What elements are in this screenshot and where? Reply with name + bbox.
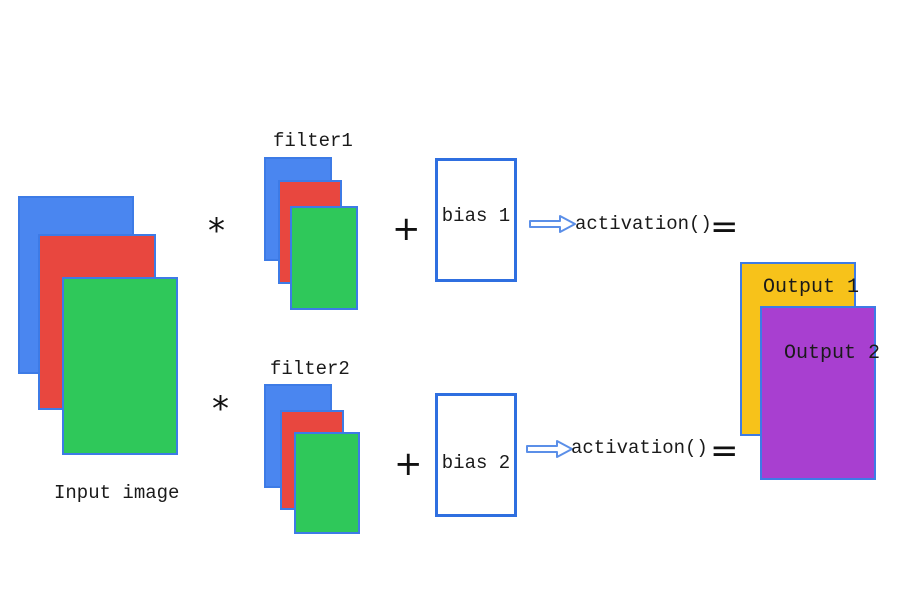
convolve-operator-1: * (208, 211, 225, 251)
filter1-channel-green (290, 206, 358, 310)
equals-operator-2: = (710, 431, 739, 471)
plus-operator-1: + (392, 209, 421, 249)
output2-label: Output 2 (784, 342, 881, 365)
filter2-channel-green (294, 432, 360, 534)
output2-map (760, 306, 876, 480)
activation-label-1: activation() (575, 213, 712, 235)
bias2-box: bias 2 (435, 393, 517, 517)
arrow-icon-1 (529, 215, 576, 233)
equals-operator-1: = (710, 207, 739, 247)
bias2-label: bias 2 (441, 452, 511, 474)
input-channel-green (62, 277, 178, 455)
plus-operator-2: + (394, 444, 423, 484)
input-image-label: Input image (54, 482, 180, 504)
activation-label-2: activation() (571, 437, 708, 459)
output1-label: Output 1 (763, 276, 860, 299)
bias1-label: bias 1 (441, 205, 511, 227)
bias1-box: bias 1 (435, 158, 517, 282)
filter1-label: filter1 (273, 130, 353, 152)
arrow-icon-2 (526, 440, 573, 458)
filter2-label: filter2 (270, 358, 350, 380)
convolve-operator-2: * (212, 389, 229, 429)
